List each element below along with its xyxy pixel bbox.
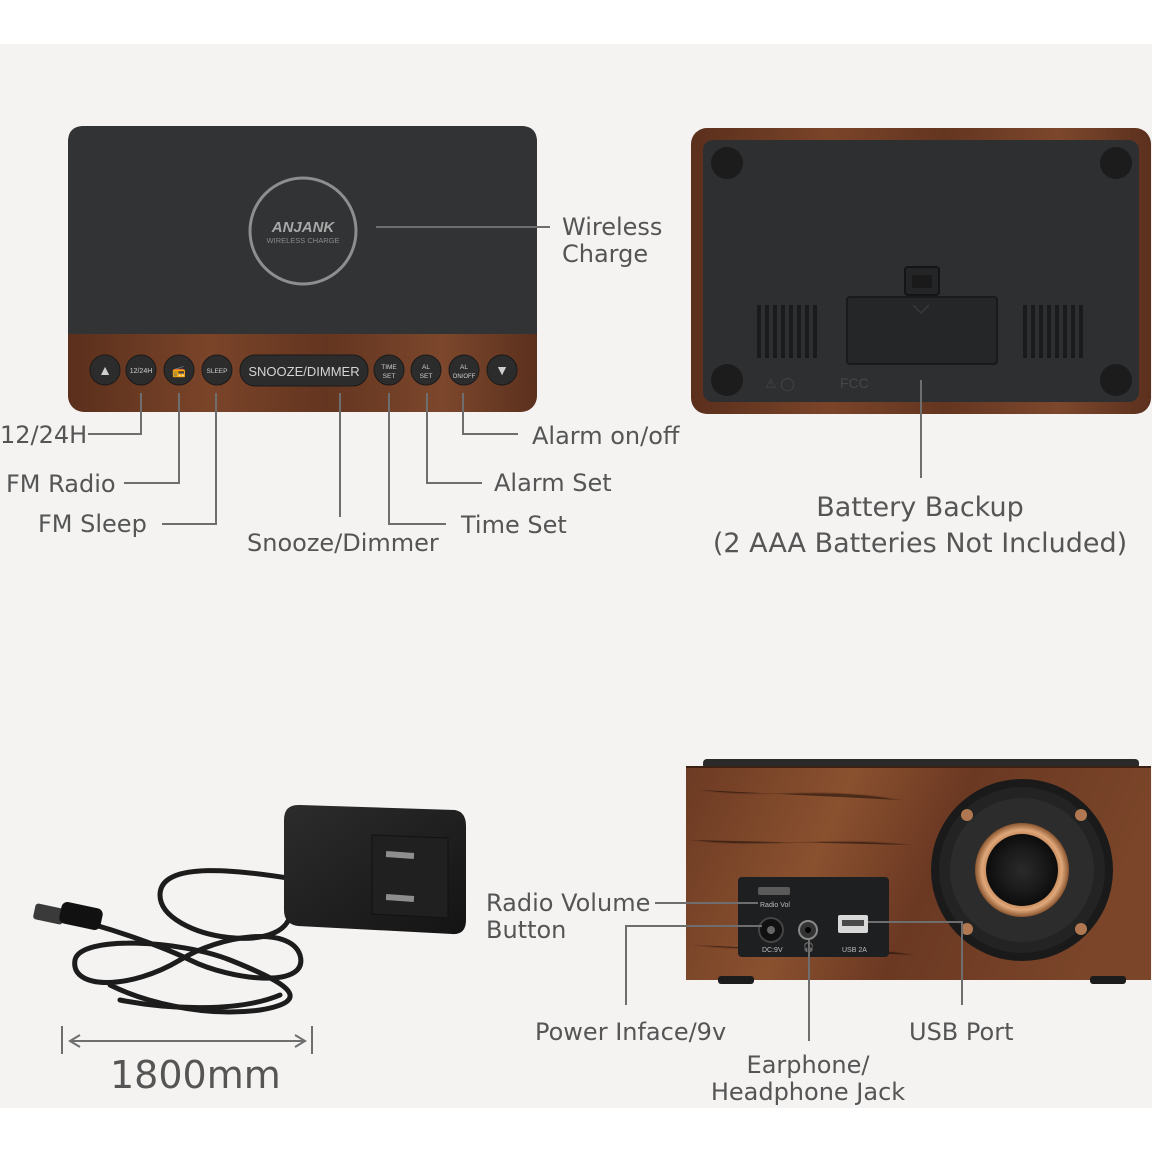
rubber-foot-icon [1100,147,1132,179]
fm-radio-label: FM Radio [6,470,116,498]
radio-volume-label: Radio Volume Button [486,889,651,944]
rear-usb-label: USB 2A [842,947,867,954]
alarm-onoff-button-top[interactable]: AL [460,364,468,371]
alarm-onoff-label: Alarm on/off [532,422,680,450]
power-adapter [33,804,466,1015]
power-interface-label: Power Inface/9v [535,1018,727,1046]
vent-right [1023,305,1083,358]
time-set-button-bottom[interactable]: SET [383,373,396,380]
alarm-set-button-top[interactable]: AL [422,364,430,371]
hour-mode-label: 12/24H [0,421,88,449]
snooze-dimmer-button[interactable]: SNOOZE/DIMMER [248,364,359,379]
up-button-icon[interactable]: ▲ [98,362,112,378]
fm-sleep-label: FM Sleep [38,510,147,538]
alarm-set-label: Alarm Set [494,469,612,497]
clock-top-view [68,126,537,412]
button-row [89,354,518,387]
speaker-icon [931,779,1113,961]
alarm-onoff-button-bottom[interactable]: ON/OFF [453,374,476,380]
alarm-set-button-bottom[interactable]: SET [420,373,433,380]
logo-text: ANJANK [271,219,336,236]
cable-length-indicator [61,1026,313,1054]
rubber-foot-icon [711,364,743,396]
clock-back-view: 🎧 [686,759,1151,984]
rear-radio-vol-label: Radio Vol [760,902,790,909]
cable-length-label: 1800mm [110,1053,281,1097]
svg-text:⚠ ◯: ⚠ ◯ [765,376,795,392]
rear-dc-label: DC:9V [762,947,783,954]
vent-left [757,305,817,358]
down-button-icon[interactable]: ▼ [495,362,509,378]
callout-lines-front [88,226,550,525]
snooze-dimmer-label: Snooze/Dimmer [247,529,439,557]
battery-backup-label: Battery Backup (2 AAA Batteries Not Incl… [712,492,1128,559]
battery-cover [846,296,998,365]
time-set-button-top[interactable]: TIME [381,364,397,371]
callout-lines-back [625,902,963,1041]
time-set-label: Time Set [461,511,567,539]
radio-volume-wheel [758,887,790,895]
charge-ring-icon [248,176,358,286]
rubber-foot-icon [1100,364,1132,396]
clock-bottom-view: ⚠ ◯ FCC [691,128,1151,414]
wireless-charge-label: Wireless Charge [562,213,663,268]
hour-mode-button[interactable]: 12/24H [130,368,153,375]
earphone-jack-label: Earphone/ Headphone Jack [710,1051,906,1106]
sleep-button[interactable]: SLEEP [207,368,228,375]
rubber-foot-icon [711,147,743,179]
radio-button-icon[interactable]: 📻 [172,366,186,378]
svg-text:FCC: FCC [840,375,869,391]
logo-subtext: WIRELESS CHARGE [267,236,340,245]
wireless-charge-pad [68,126,537,334]
usb-port-label: USB Port [909,1018,1014,1046]
